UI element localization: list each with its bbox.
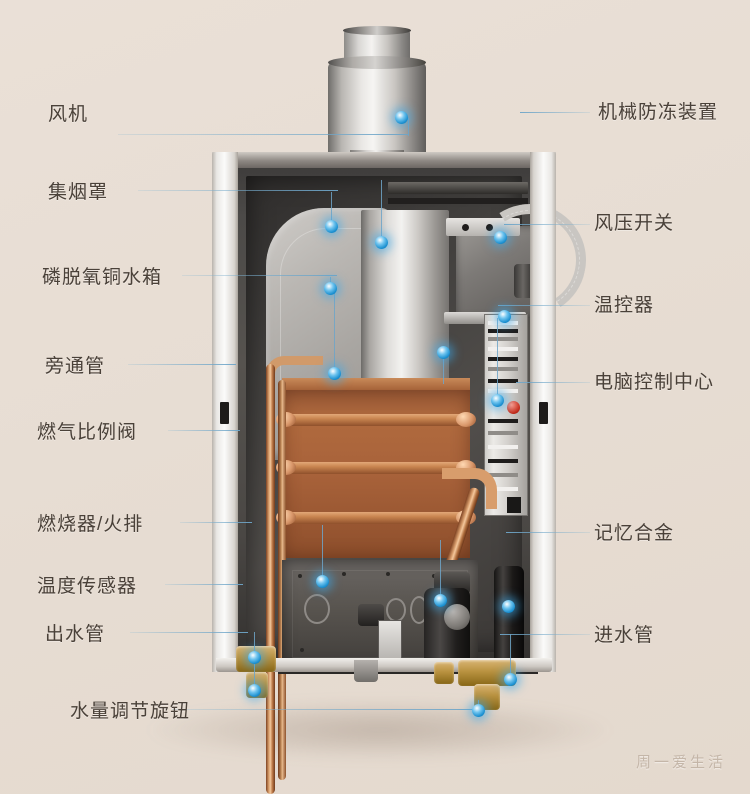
solenoid-valve xyxy=(358,604,384,626)
casing-top xyxy=(212,152,556,168)
label-thermostat: 温控器 xyxy=(594,295,655,316)
flue-dot xyxy=(375,236,388,249)
floor-shadow xyxy=(150,700,610,760)
gas-valve-dot xyxy=(437,346,450,359)
leader-vertical-hood xyxy=(331,192,332,226)
inlet-valve-body xyxy=(494,566,524,672)
leader-copper-tank xyxy=(182,275,337,276)
inlet-valve-dot xyxy=(434,594,447,607)
flow-knob-body xyxy=(434,662,454,684)
leader-vertical-gasvalve xyxy=(443,352,444,384)
leader-vertical-flue xyxy=(381,180,382,242)
inner-cavity xyxy=(238,168,597,794)
outlet-pipe-elbow xyxy=(442,468,497,509)
leader-vertical-burner xyxy=(322,525,323,581)
copper-tank-dot xyxy=(324,282,337,295)
outlet-knob-dot xyxy=(248,684,261,697)
leader-vertical-inlet xyxy=(440,540,441,600)
heat-exchanger-top xyxy=(282,378,470,392)
outlet-pipe-dot xyxy=(248,651,261,664)
leader-vertical-fan xyxy=(408,118,409,136)
label-outlet-pipe: 出水管 xyxy=(45,624,106,645)
label-antifreeze: 机械防冻装置 xyxy=(598,102,719,123)
antifreeze-dot xyxy=(494,231,507,244)
leader-thermostat xyxy=(498,305,590,306)
leader-outlet-pipe xyxy=(130,632,248,633)
label-control-center: 电脑控制中心 xyxy=(594,372,715,393)
memory-alloy-dot xyxy=(502,600,515,613)
leader-memory-alloy xyxy=(506,532,590,533)
cavity-top-shadow xyxy=(388,198,528,204)
inlet-knob-dot xyxy=(504,673,517,686)
leader-vertical-inletpipe xyxy=(510,634,511,679)
drain-nipple xyxy=(354,660,378,682)
latch-left xyxy=(220,402,229,424)
watermark: 周一爱生活 xyxy=(635,754,726,771)
label-flow-knob: 水量调节旋钮 xyxy=(70,701,191,722)
label-inlet-pipe: 进水管 xyxy=(594,625,655,646)
smoke-hood-dot xyxy=(325,220,338,233)
label-smoke-hood: 集烟罩 xyxy=(48,182,109,203)
burner-dot xyxy=(316,575,329,588)
latch-right xyxy=(539,402,548,424)
label-temp-sensor: 温度传感器 xyxy=(37,576,138,597)
red-capacitor xyxy=(507,401,520,414)
leader-smoke-hood xyxy=(138,190,338,191)
gas-valve-diaphragm xyxy=(444,604,470,630)
bypass-pipe-part xyxy=(266,364,275,794)
leader-antifreeze xyxy=(520,112,590,113)
hx-dot xyxy=(328,367,341,380)
leader-burner xyxy=(180,522,252,523)
leader-pressure-switch xyxy=(504,224,590,225)
leader-bypass-pipe xyxy=(128,364,236,365)
flue-collar xyxy=(328,56,426,158)
label-fan: 风机 xyxy=(48,104,89,125)
leader-gas-valve xyxy=(168,430,240,431)
pressure-switch-part xyxy=(514,264,534,298)
board-connector xyxy=(507,497,521,513)
leader-flow-knob xyxy=(172,709,474,710)
fan-dot xyxy=(395,111,408,124)
leader-vertical-hx xyxy=(334,290,335,373)
leader-control-center xyxy=(516,382,590,383)
label-pressure-switch: 风压开关 xyxy=(594,213,675,234)
label-bypass-pipe: 旁通管 xyxy=(45,356,106,377)
leader-fan xyxy=(118,134,408,135)
label-gas-valve: 燃气比例阀 xyxy=(37,422,138,443)
control-center-dot xyxy=(491,394,504,407)
label-copper-tank: 磷脱氧铜水箱 xyxy=(42,267,163,288)
thermostat-dot xyxy=(498,310,511,323)
label-burner: 燃烧器/火排 xyxy=(37,514,144,535)
leader-inlet-pipe xyxy=(500,634,590,635)
leader-vertical-board xyxy=(497,318,498,400)
water-heater-body xyxy=(212,152,597,794)
cavity-top-bracket xyxy=(388,182,528,194)
leader-temp-sensor xyxy=(165,584,243,585)
flow-knob-dot xyxy=(472,704,485,717)
label-memory-alloy: 记忆合金 xyxy=(594,523,675,544)
